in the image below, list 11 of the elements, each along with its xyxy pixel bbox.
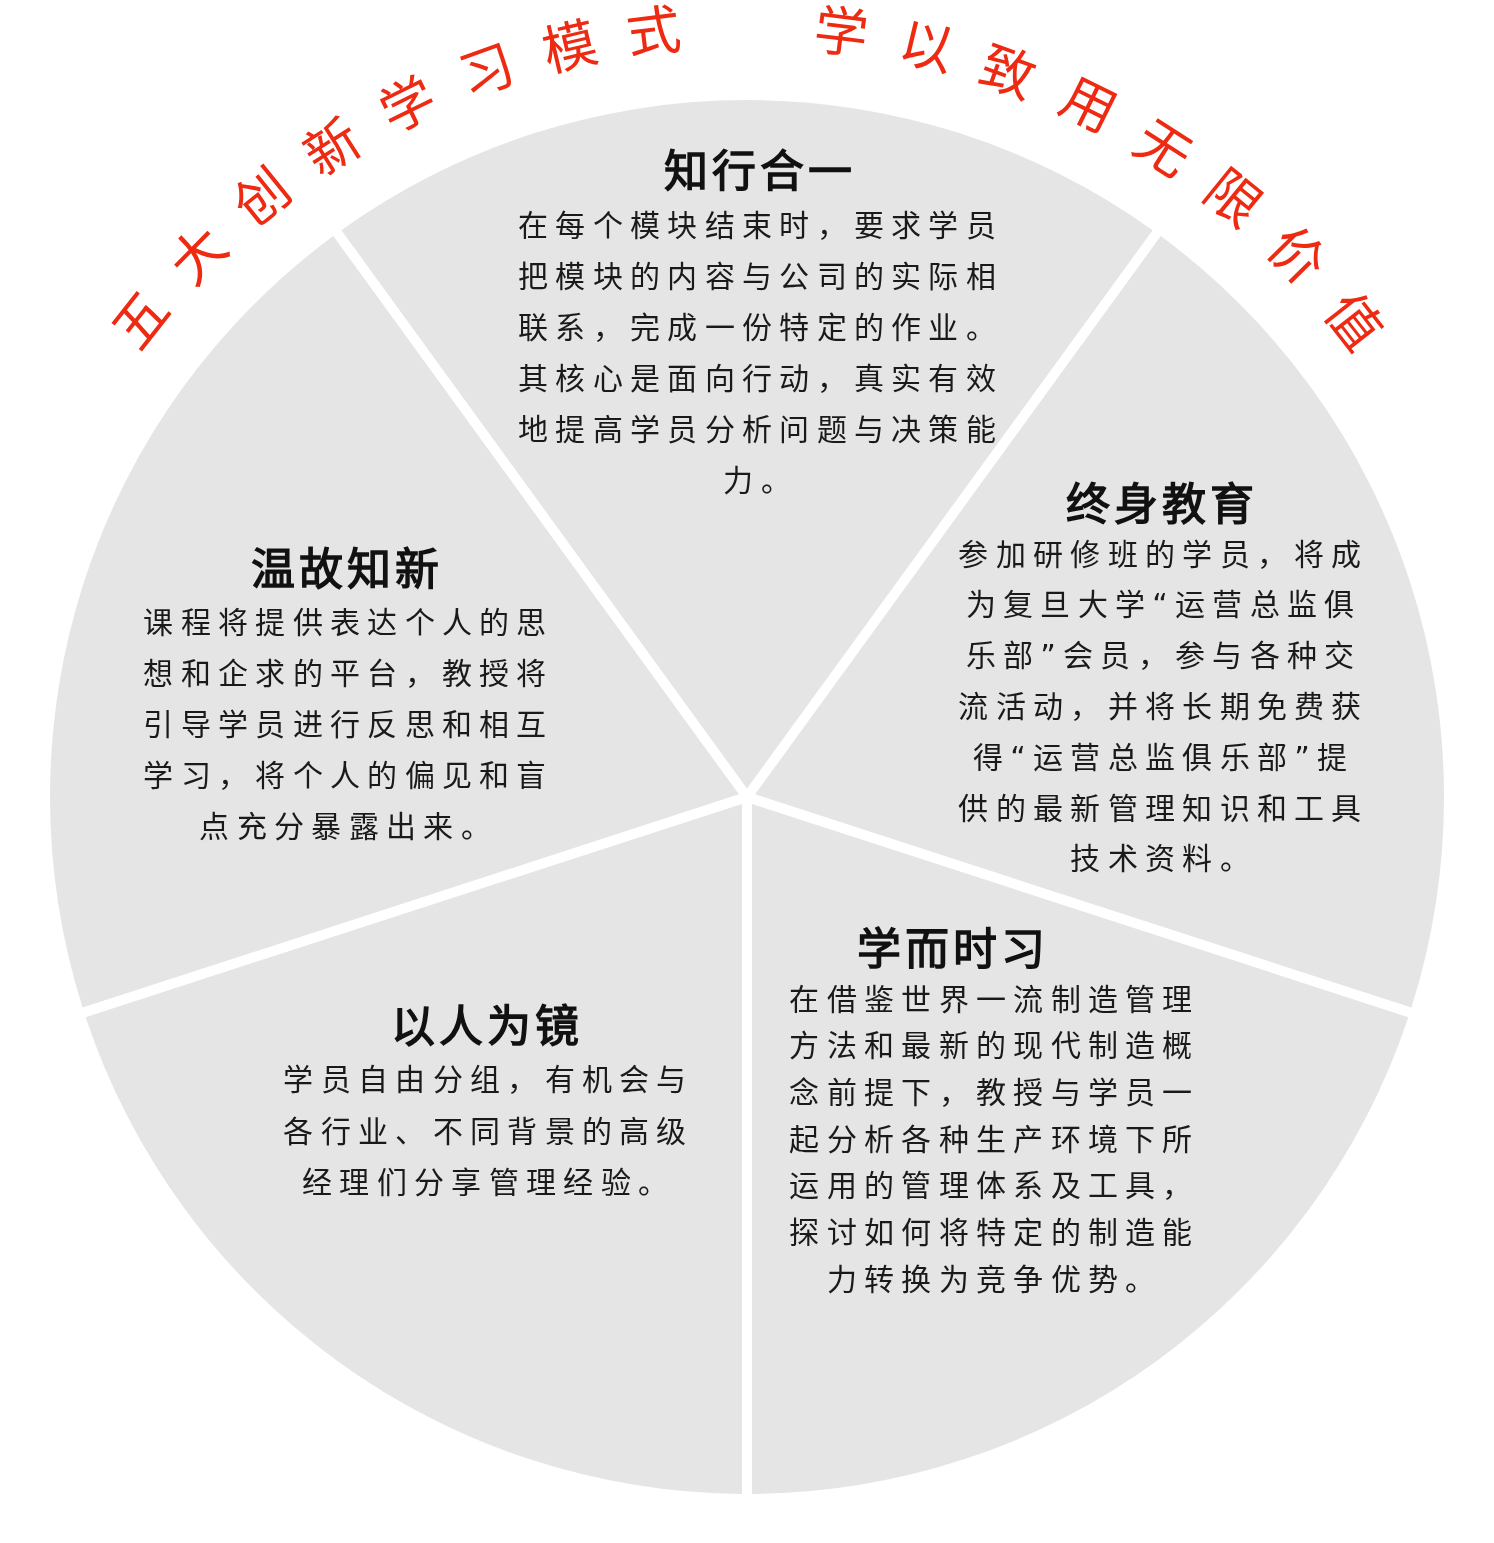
sector-heading: 以人为镜 <box>390 1001 583 1053</box>
sector-heading: 学而时习 <box>856 924 1049 976</box>
sector-description: 在借鉴世界一流制造管理方法和最新的现代制造概念前提下，教授与学员一起分析各种生产环境下所运用的管理体系及工具，探讨如何将特定的制造能力转换为竞争优势。 <box>788 980 1201 1299</box>
sector-heading: 终身教育 <box>1065 479 1258 531</box>
sector-description: 参加研修班的学员，将成为复旦大学“运营总监俱乐部”会员，参与各种交流活动，并将长期免费获得“运营总监俱乐部”提供的最新管理知识和工具技术资料。 <box>957 535 1370 879</box>
sector-heading: 知行合一 <box>663 146 856 198</box>
sector-description: 学员自由分组，有机会与各行业、不同背景的高级经理们分享管理经验。 <box>282 1061 695 1202</box>
sector-description: 在每个模块结束时，要求学员把模块的内容与公司的实际相联系，完成一份特定的作业。其核心是面向行动，真实有效地提高学员分析问题与决策能力。 <box>517 206 1005 500</box>
pie-sector <box>85 803 742 1494</box>
sector-description: 课程将提供表达个人的思想和企求的平台，教授将引导学员进行反思和相互学习，将个人的偏见和盲点充分暴露出来。 <box>142 603 555 846</box>
sector-heading: 温故知新 <box>250 544 443 596</box>
